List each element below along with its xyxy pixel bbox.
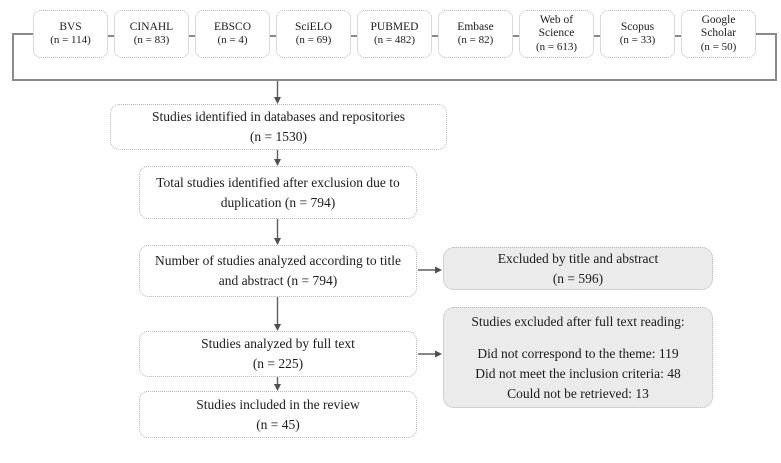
exclusion-line1: Excluded by title and abstract [497, 250, 659, 266]
flow-box-line1: Total studies identified after exclusion… [156, 174, 400, 190]
database-count: (n = 33) [619, 34, 656, 47]
flow-box-line1: Studies identified in databases and repo… [151, 109, 406, 125]
exclusion-arrows-right [418, 269, 435, 355]
database-count: (n = 4) [217, 34, 248, 47]
database-name: CINAHL [129, 20, 174, 33]
database-name: PUBMED [370, 20, 419, 33]
flow-box-line2: (n = 225) [252, 356, 304, 371]
database-count: (n = 613) [535, 41, 578, 54]
flow-box-title-abstract: Number of studies analyzed according to … [139, 245, 417, 297]
flow-box-included: Studies included in the review (n = 45) [139, 391, 417, 438]
flow-box-line2: duplication (n = 794) [220, 194, 336, 210]
database-box-embase: Embase (n = 82) [438, 10, 513, 58]
exclusion-line2: (n = 596) [552, 270, 604, 286]
database-name: SciELO [294, 20, 333, 33]
database-count: (n = 114) [50, 34, 91, 47]
database-name: Scopus [620, 20, 655, 33]
database-row: BVS (n = 114) CINAHL (n = 83) EBSCO (n =… [33, 10, 756, 58]
exclusion-item: Did not correspond to the theme: 119 [477, 346, 679, 362]
database-name: Embase [457, 20, 494, 33]
flow-box-line1: Studies analyzed by full text [201, 336, 355, 352]
database-name: Google Scholar [700, 13, 737, 40]
database-box-cinahl: CINAHL (n = 83) [114, 10, 189, 58]
database-count: (n = 69) [295, 34, 332, 47]
exclusion-item: Did not meet the inclusion criteria: 48 [475, 366, 681, 381]
database-name: Web of Science [538, 13, 575, 40]
database-box-scielo: SciELO (n = 69) [276, 10, 351, 58]
exclusion-item: Could not be retrieved: 13 [507, 385, 649, 401]
flow-box-line1: Studies included in the review [196, 396, 360, 412]
exclusion-arrowheads-right [435, 266, 442, 358]
database-box-google-scholar: Google Scholar (n = 50) [681, 10, 756, 58]
exclusion-title: Studies excluded after full text reading… [471, 313, 685, 329]
database-box-pubmed: PUBMED (n = 482) [357, 10, 432, 58]
flow-box-line2: and abstract (n = 794) [218, 273, 338, 288]
exclusion-box-title-abstract: Excluded by title and abstract (n = 596) [443, 247, 713, 290]
database-count: (n = 50) [700, 41, 737, 54]
exclusion-box-full-text: Studies excluded after full text reading… [443, 307, 713, 408]
flow-box-line1: Number of studies analyzed according to … [155, 253, 401, 269]
database-count: (n = 83) [133, 34, 170, 47]
flow-box-full-text: Studies analyzed by full text (n = 225) [139, 331, 417, 377]
database-box-web-of-science: Web of Science (n = 613) [519, 10, 594, 58]
database-name: BVS [59, 20, 82, 33]
flow-box-after-duplication: Total studies identified after exclusion… [139, 166, 417, 219]
flow-box-line2: (n = 1530) [249, 129, 308, 144]
database-count: (n = 82) [457, 34, 494, 47]
database-box-ebsco: EBSCO (n = 4) [195, 10, 270, 58]
database-name: EBSCO [213, 20, 252, 33]
flow-box-identified: Studies identified in databases and repo… [110, 104, 447, 150]
database-box-scopus: Scopus (n = 33) [600, 10, 675, 58]
database-box-bvs: BVS (n = 114) [33, 10, 108, 58]
database-count: (n = 482) [373, 34, 416, 47]
flow-box-line2: (n = 45) [256, 416, 300, 432]
